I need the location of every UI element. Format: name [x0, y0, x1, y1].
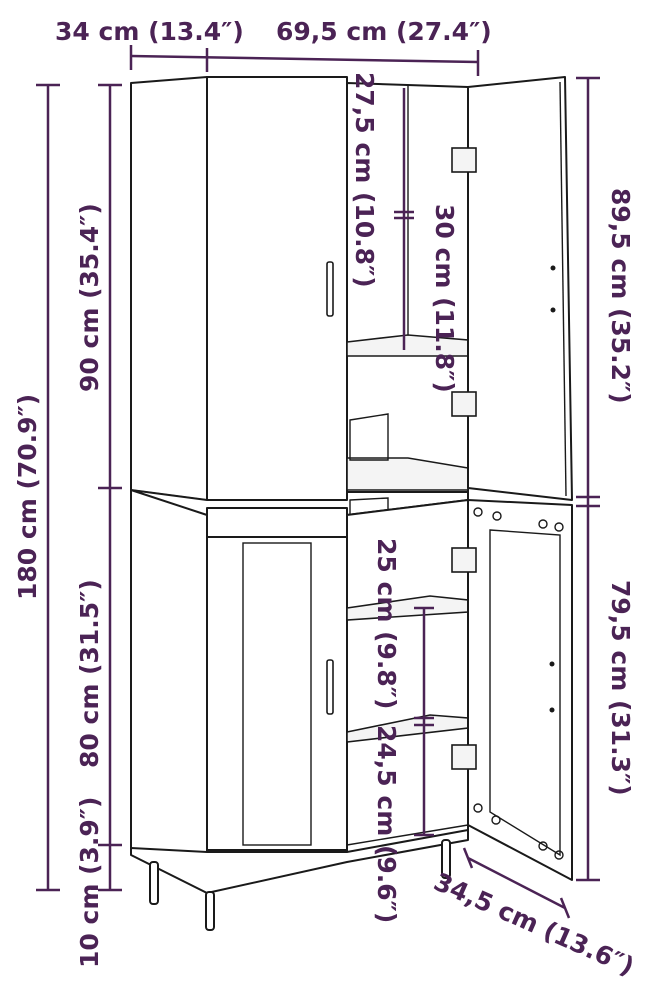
label-door-width: 34,5 cm (13.6″) — [430, 867, 639, 981]
cabinet-side-panel — [130, 76, 208, 894]
label-lower-height: 80 cm (31.5″) — [75, 579, 104, 768]
door-screw — [538, 841, 548, 851]
label-lower-shelf-gap-bottom: 24,5 cm (9.6″) — [372, 725, 401, 923]
lower-open-compartment — [346, 499, 469, 857]
cabinet-leg — [149, 861, 159, 905]
door-screw — [491, 815, 501, 825]
lower-left-door — [206, 536, 348, 851]
lower-door-inner-frame — [489, 529, 561, 857]
upper-left-door — [206, 76, 348, 505]
cabinet-leg — [441, 839, 451, 879]
door-pin-hole — [550, 307, 556, 313]
lower-door-panel — [242, 542, 312, 846]
label-upper-shelf-gap: 30 cm (11.8″) — [430, 204, 459, 393]
cabinet-leg — [205, 891, 215, 931]
door-pin-hole — [549, 707, 555, 713]
door-screw — [473, 507, 483, 517]
label-upper-height: 90 cm (35.4″) — [75, 203, 104, 392]
door-screw — [492, 511, 502, 521]
lower-door-handle — [326, 659, 334, 715]
upper-back-panel-detail — [349, 413, 389, 461]
label-depth: 34 cm (13.4″) — [55, 17, 244, 46]
upper-open-door — [467, 76, 573, 501]
upper-hinge-bottom — [451, 391, 477, 417]
lower-open-door — [467, 499, 573, 881]
upper-door-handle — [326, 261, 334, 317]
door-screw — [538, 519, 548, 529]
door-screw — [473, 803, 483, 813]
cabinet-drawing — [130, 76, 573, 931]
lower-hinge-bottom — [451, 744, 477, 770]
label-lower-door-height: 79,5 cm (31.3″) — [606, 580, 635, 796]
label-upper-shelf-top: 27,5 cm (10.8″) — [350, 72, 379, 288]
label-legs-height: 10 cm (3.9″) — [75, 797, 104, 968]
lower-hinge-top — [451, 547, 477, 573]
upper-hinge-top — [451, 147, 477, 173]
door-pin-hole — [549, 661, 555, 667]
label-width: 69,5 cm (27.4″) — [276, 17, 492, 46]
door-screw — [554, 850, 564, 860]
dimension-lines — [36, 45, 600, 919]
label-upper-door-height: 89,5 cm (35.2″) — [606, 188, 635, 404]
door-pin-hole — [550, 265, 556, 271]
lower-floor-edge — [346, 824, 469, 846]
label-lower-shelf-gap-top: 25 cm (9.8″) — [372, 538, 401, 709]
label-total-height: 180 cm (70.9″) — [13, 394, 42, 600]
door-screw — [554, 522, 564, 532]
upper-door-edge — [559, 81, 567, 497]
